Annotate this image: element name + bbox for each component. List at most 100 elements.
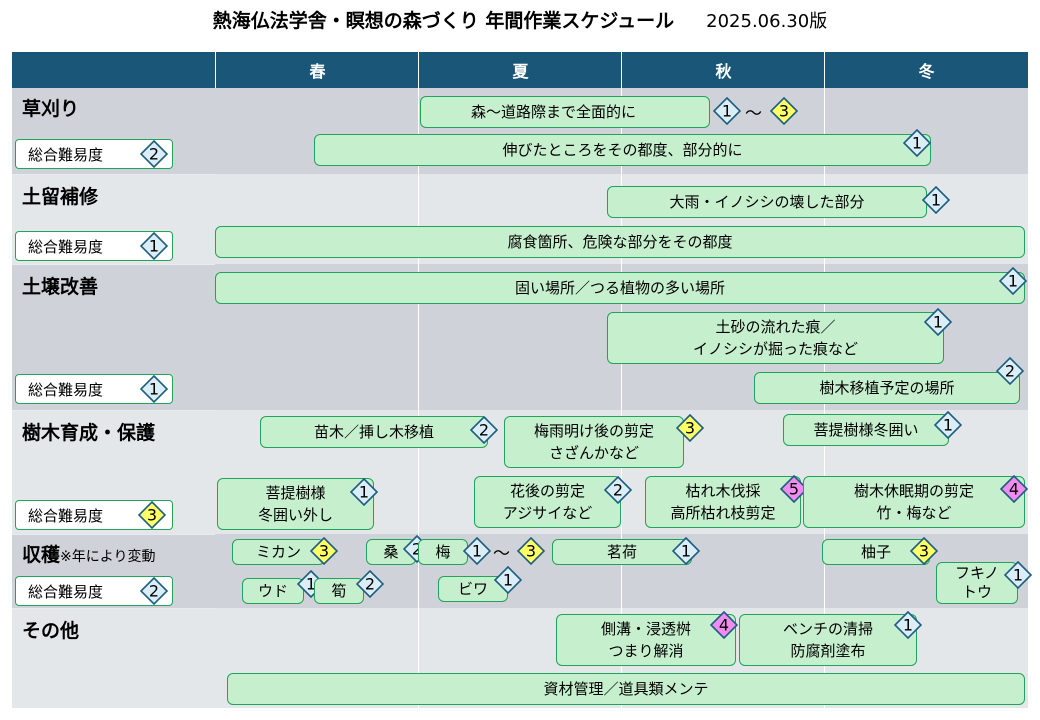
- task-label: 梅: [435, 543, 451, 561]
- difficulty-badge-icon: 1: [999, 267, 1027, 295]
- task-label: 腐食箇所、危険な部分をその都度: [507, 233, 733, 251]
- task-bar: 菩提樹様冬囲い: [783, 414, 949, 446]
- difficulty-badge-icon: 1: [924, 308, 952, 336]
- task-label-line1: ベンチの清掃: [782, 620, 873, 638]
- category-cell-bg: [12, 609, 215, 708]
- difficulty-badge-value: 3: [526, 542, 536, 561]
- difficulty-badge-value: 2: [149, 145, 159, 164]
- task-label-line2: 冬囲い外し: [257, 506, 333, 524]
- task-label: 筍: [331, 582, 347, 600]
- task-bar: 樹木移植予定の場所: [754, 372, 1020, 404]
- task-label: 資材管理／道具類メンテ: [543, 680, 709, 698]
- task-label-line2: イノシシが掘った痕など: [692, 340, 858, 358]
- task-bar: 梅雨明け後の剪定 さざんかなど: [504, 416, 684, 468]
- difficulty-badge-value: 2: [613, 481, 623, 500]
- difficulty-badge-icon: 1: [350, 478, 378, 506]
- row-separator: [12, 174, 215, 175]
- season-header-bar: [12, 52, 1028, 88]
- difficulty-box: 総合難易度: [15, 576, 173, 606]
- season-spring: 春: [309, 62, 326, 81]
- task-bar: 苗木／挿し木移植: [260, 416, 488, 448]
- task-label-line1: フキノ: [955, 564, 999, 582]
- task-bar: 土砂の流れた痕／ イノシシが掘った痕など: [607, 312, 944, 364]
- category-label-shukaku: 収穫※年により変動: [22, 540, 155, 567]
- difficulty-label: 総合難易度: [28, 237, 104, 256]
- difficulty-badge-value: 2: [479, 421, 489, 440]
- task-label: 菩提樹様冬囲い: [813, 421, 919, 439]
- task-bar: 梅: [418, 539, 468, 565]
- header-divider: [824, 52, 825, 88]
- task-bar: 樹木休眠期の剪定 竹・梅など: [803, 476, 1025, 528]
- season-gridline: [418, 88, 419, 708]
- difficulty-badge-value: 1: [359, 483, 369, 502]
- difficulty-badge-icon: 1: [903, 129, 931, 157]
- task-label-line1: 花後の剪定: [509, 482, 585, 500]
- difficulty-badge-icon: 2: [604, 476, 632, 504]
- difficulty-badge-value: 3: [319, 542, 329, 561]
- difficulty-badge-value: 1: [472, 542, 482, 561]
- difficulty-badge-value: 3: [147, 506, 157, 525]
- task-bar: ベンチの清掃 防腐剤塗布: [739, 614, 917, 666]
- category-label-dodome: 土留補修: [22, 186, 99, 208]
- task-label: 固い場所／つる植物の多い場所: [514, 279, 725, 297]
- tilde-separator: 〜: [493, 544, 510, 564]
- task-label-line1: 梅雨明け後の剪定: [533, 422, 654, 440]
- difficulty-badge-icon: 4: [710, 611, 738, 639]
- task-label: 伸びたところをその都度、部分的に: [502, 141, 743, 159]
- difficulty-label: 総合難易度: [28, 380, 104, 399]
- task-bar: 大雨・イノシシの壊した部分: [607, 186, 927, 218]
- task-label: 苗木／挿し木移植: [313, 423, 434, 441]
- difficulty-badge-icon: 3: [770, 97, 798, 125]
- difficulty-badge-icon: 1: [140, 232, 168, 260]
- season-summer: 夏: [512, 62, 529, 81]
- difficulty-box: 総合難易度: [15, 231, 173, 261]
- title-main: 熱海仏法学舎・瞑想の森づくり 年間作業スケジュール: [212, 10, 675, 32]
- difficulty-badge-value: 3: [779, 102, 789, 121]
- difficulty-badge-value: 1: [912, 134, 922, 153]
- category-note: ※年により変動: [60, 549, 156, 565]
- task-bar: 菩提樹様 冬囲い外し: [217, 478, 374, 530]
- task-label-line2: つまり解消: [608, 642, 684, 660]
- season-autumn: 秋: [715, 62, 732, 81]
- task-label-line1: 菩提樹様: [265, 484, 326, 502]
- difficulty-badge-icon: 2: [140, 140, 168, 168]
- difficulty-badge-icon: 2: [140, 577, 168, 605]
- task-bar: 資材管理／道具類メンテ: [227, 673, 1025, 705]
- task-label-line2: アジサイなど: [502, 504, 593, 522]
- task-bar: 伸びたところをその都度、部分的に: [314, 134, 931, 166]
- category-label-kusakari: 草刈り: [22, 98, 80, 120]
- difficulty-badge-value: 5: [789, 480, 799, 499]
- task-label: 桑: [383, 543, 399, 561]
- difficulty-badge-icon: 2: [356, 570, 384, 598]
- difficulty-badge-icon: 3: [138, 501, 166, 529]
- difficulty-badge-icon: 2: [470, 416, 498, 444]
- difficulty-badge-value: 1: [903, 616, 913, 635]
- difficulty-badge-icon: 2: [996, 357, 1024, 385]
- task-bar: 枯れ木伐採 高所枯れ枝剪定: [645, 476, 801, 528]
- difficulty-badge-icon: 1: [494, 566, 522, 594]
- season-gridline: [621, 88, 622, 708]
- difficulty-badge-value: 1: [933, 313, 943, 332]
- task-bar: 側溝・浸透桝 つまり解消: [556, 614, 736, 666]
- task-label-line1: 枯れ木伐採: [685, 482, 761, 500]
- tilde-separator: 〜: [745, 104, 762, 124]
- header-divider: [621, 52, 622, 88]
- difficulty-badge-value: 1: [931, 191, 941, 210]
- category-label-jumoku: 樹木育成・保護: [22, 422, 156, 444]
- task-label-line1: 土砂の流れた痕／: [715, 318, 836, 336]
- difficulty-label: 総合難易度: [28, 582, 104, 601]
- difficulty-badge-value: 1: [149, 237, 159, 256]
- category-label-dojo: 土壌改善: [22, 276, 99, 298]
- difficulty-badge-icon: 3: [676, 414, 704, 442]
- difficulty-badge-value: 2: [149, 582, 159, 601]
- task-label-line2: さざんかなど: [548, 444, 639, 462]
- difficulty-badge-icon: 1: [1004, 561, 1032, 589]
- difficulty-badge-value: 2: [412, 540, 422, 559]
- task-label-line2: 竹・梅など: [876, 504, 952, 522]
- page-title: 熱海仏法学舎・瞑想の森づくり 年間作業スケジュール 2025.06.30版: [0, 6, 1040, 33]
- task-label: 茗荷: [606, 543, 637, 561]
- task-label: 森〜道路際まで全面的に: [471, 103, 637, 121]
- task-bar: 腐食箇所、危険な部分をその都度: [215, 226, 1025, 258]
- header-divider: [418, 52, 419, 88]
- row-separator: [12, 410, 215, 411]
